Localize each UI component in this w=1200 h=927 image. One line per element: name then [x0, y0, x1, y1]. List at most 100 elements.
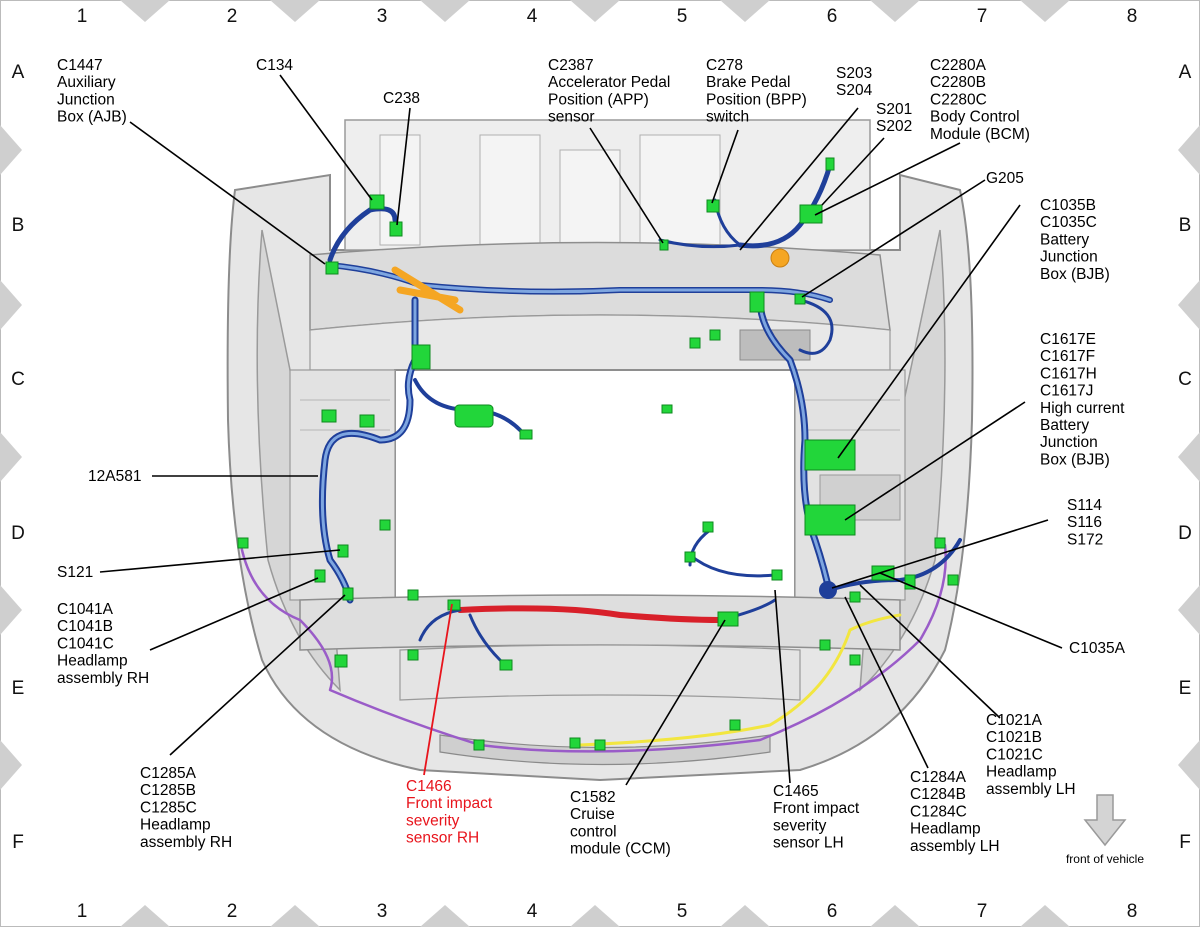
leader-s121 [99, 549, 341, 573]
leader-c1035a [879, 572, 1063, 649]
connector-c1285 [342, 587, 354, 601]
connectors [237, 157, 959, 751]
label-s201-line-2: S202 [876, 118, 912, 135]
connector-upper-left [411, 344, 431, 370]
label-c1582-line-2: Cruise [570, 806, 615, 823]
label-s203-line-1: S203 [836, 65, 872, 82]
column-label-top-6: 6 [827, 6, 838, 27]
leader-c2387 [589, 127, 664, 244]
leader-c1447 [129, 121, 326, 265]
label-c1285-line-3: C1285C [140, 799, 197, 816]
label-c1465-line-3: severity [773, 817, 827, 834]
label-c1285-line-5: assembly RH [140, 834, 232, 851]
column-label-bottom-5: 5 [677, 901, 688, 922]
leader-s201 [821, 137, 885, 206]
connector-relay-sub [519, 429, 533, 440]
row-label-right-B: B [1179, 215, 1192, 236]
front-of-vehicle-indicator: front of vehicle [1066, 794, 1144, 866]
label-c1466-line-1: C1466 [406, 778, 452, 795]
label-c1582-line-4: module (CCM) [570, 841, 671, 858]
label-c278-line-1: C278 [706, 57, 743, 74]
label-g205-line-1: G205 [986, 170, 1024, 187]
connector-junction [749, 291, 765, 313]
down-arrow-icon [1083, 794, 1127, 847]
connector-c134 [369, 194, 385, 210]
label-c1285-line-4: Headlamp [140, 817, 211, 834]
column-label-bottom-6: 6 [827, 901, 838, 922]
label-s121-line-1: S121 [57, 564, 93, 581]
label-c2280-line-4: Body Control [930, 109, 1020, 126]
column-label-bottom-3: 3 [377, 901, 388, 922]
row-label-left-A: A [12, 62, 25, 83]
leader-c1021 [859, 584, 1001, 719]
column-label-top-5: 5 [677, 6, 688, 27]
label-c1617-line-1: C1617E [1040, 331, 1096, 348]
column-label-bottom-4: 4 [527, 901, 538, 922]
leader-c1035b [837, 204, 1021, 459]
connector-c1582 [717, 611, 739, 627]
label-c1035b-line-2: C1035C [1040, 214, 1097, 231]
label-c1617-line-6: Battery [1040, 417, 1089, 434]
label-c1021-line-1: C1021A [986, 712, 1043, 729]
connector-relay [454, 404, 494, 428]
label-c1284-line-2: C1284B [910, 786, 966, 803]
label-c1041-line-1: C1041A [57, 601, 114, 618]
label-c2280-line-1: C2280A [930, 57, 987, 74]
label-c1466-line-4: sensor RH [406, 830, 479, 847]
label-c1284-line-4: Headlamp [910, 821, 981, 838]
label-c134-line-1: C134 [256, 57, 293, 74]
label-c2387-line-4: sensor [548, 109, 595, 126]
leader-c1465 [774, 589, 791, 784]
connector-c1466 [447, 599, 461, 611]
label-c2387-line-1: C2387 [548, 57, 594, 74]
column-label-top-4: 4 [527, 6, 538, 27]
label-c1285-line-2: C1285B [140, 782, 196, 799]
label-c1465-line-4: sensor LH [773, 835, 844, 852]
label-c1021-line-3: C1021C [986, 746, 1043, 763]
label-s201-line-1: S201 [876, 101, 912, 118]
leader-c238 [396, 107, 411, 226]
row-label-left-B: B [12, 215, 25, 236]
label-c1041-line-5: assembly RH [57, 670, 149, 687]
connector-c1041 [314, 569, 326, 583]
connector-c238 [389, 221, 403, 237]
label-c1582-line-3: control [570, 823, 617, 840]
connector-c1021 [904, 574, 916, 590]
label-c1465-line-2: Front impact [773, 800, 860, 817]
label-c1465-line-1: C1465 [773, 783, 819, 800]
leader-c1617 [844, 401, 1026, 521]
leader-lines [99, 74, 1063, 786]
row-label-right-E: E [1179, 678, 1192, 699]
label-c1021-line-4: Headlamp [986, 764, 1057, 781]
label-c1041-line-3: C1041C [57, 635, 114, 652]
row-label-right-C: C [1178, 369, 1192, 390]
column-label-top-1: 1 [77, 6, 88, 27]
connector-c1284 [849, 591, 861, 603]
connector-c1447 [325, 261, 339, 275]
row-label-left-C: C [11, 369, 25, 390]
label-c1284-line-5: assembly LH [910, 838, 1000, 855]
connector-c2387 [659, 239, 669, 251]
leader-c1284 [844, 596, 929, 769]
connector-c1617 [804, 504, 856, 536]
label-c1617-line-3: C1617H [1040, 365, 1097, 382]
connector-center-upper [661, 404, 673, 414]
connector-s201 [825, 157, 835, 171]
label-c2280-line-3: C2280C [930, 91, 987, 108]
leader-s114 [831, 519, 1049, 589]
label-c1447-line-3: Junction [57, 91, 115, 108]
row-label-left-E: E [12, 678, 25, 699]
leader-c1466 [423, 603, 453, 776]
label-c1617-line-4: C1617J [1040, 383, 1093, 400]
leader-s203 [739, 107, 859, 251]
wiring-harness [238, 162, 962, 753]
column-label-bottom-2: 2 [227, 901, 238, 922]
leader-c134 [279, 74, 373, 201]
label-c1466-line-2: Front impact [406, 795, 493, 812]
label-s114-line-1: S114 [1067, 497, 1102, 514]
